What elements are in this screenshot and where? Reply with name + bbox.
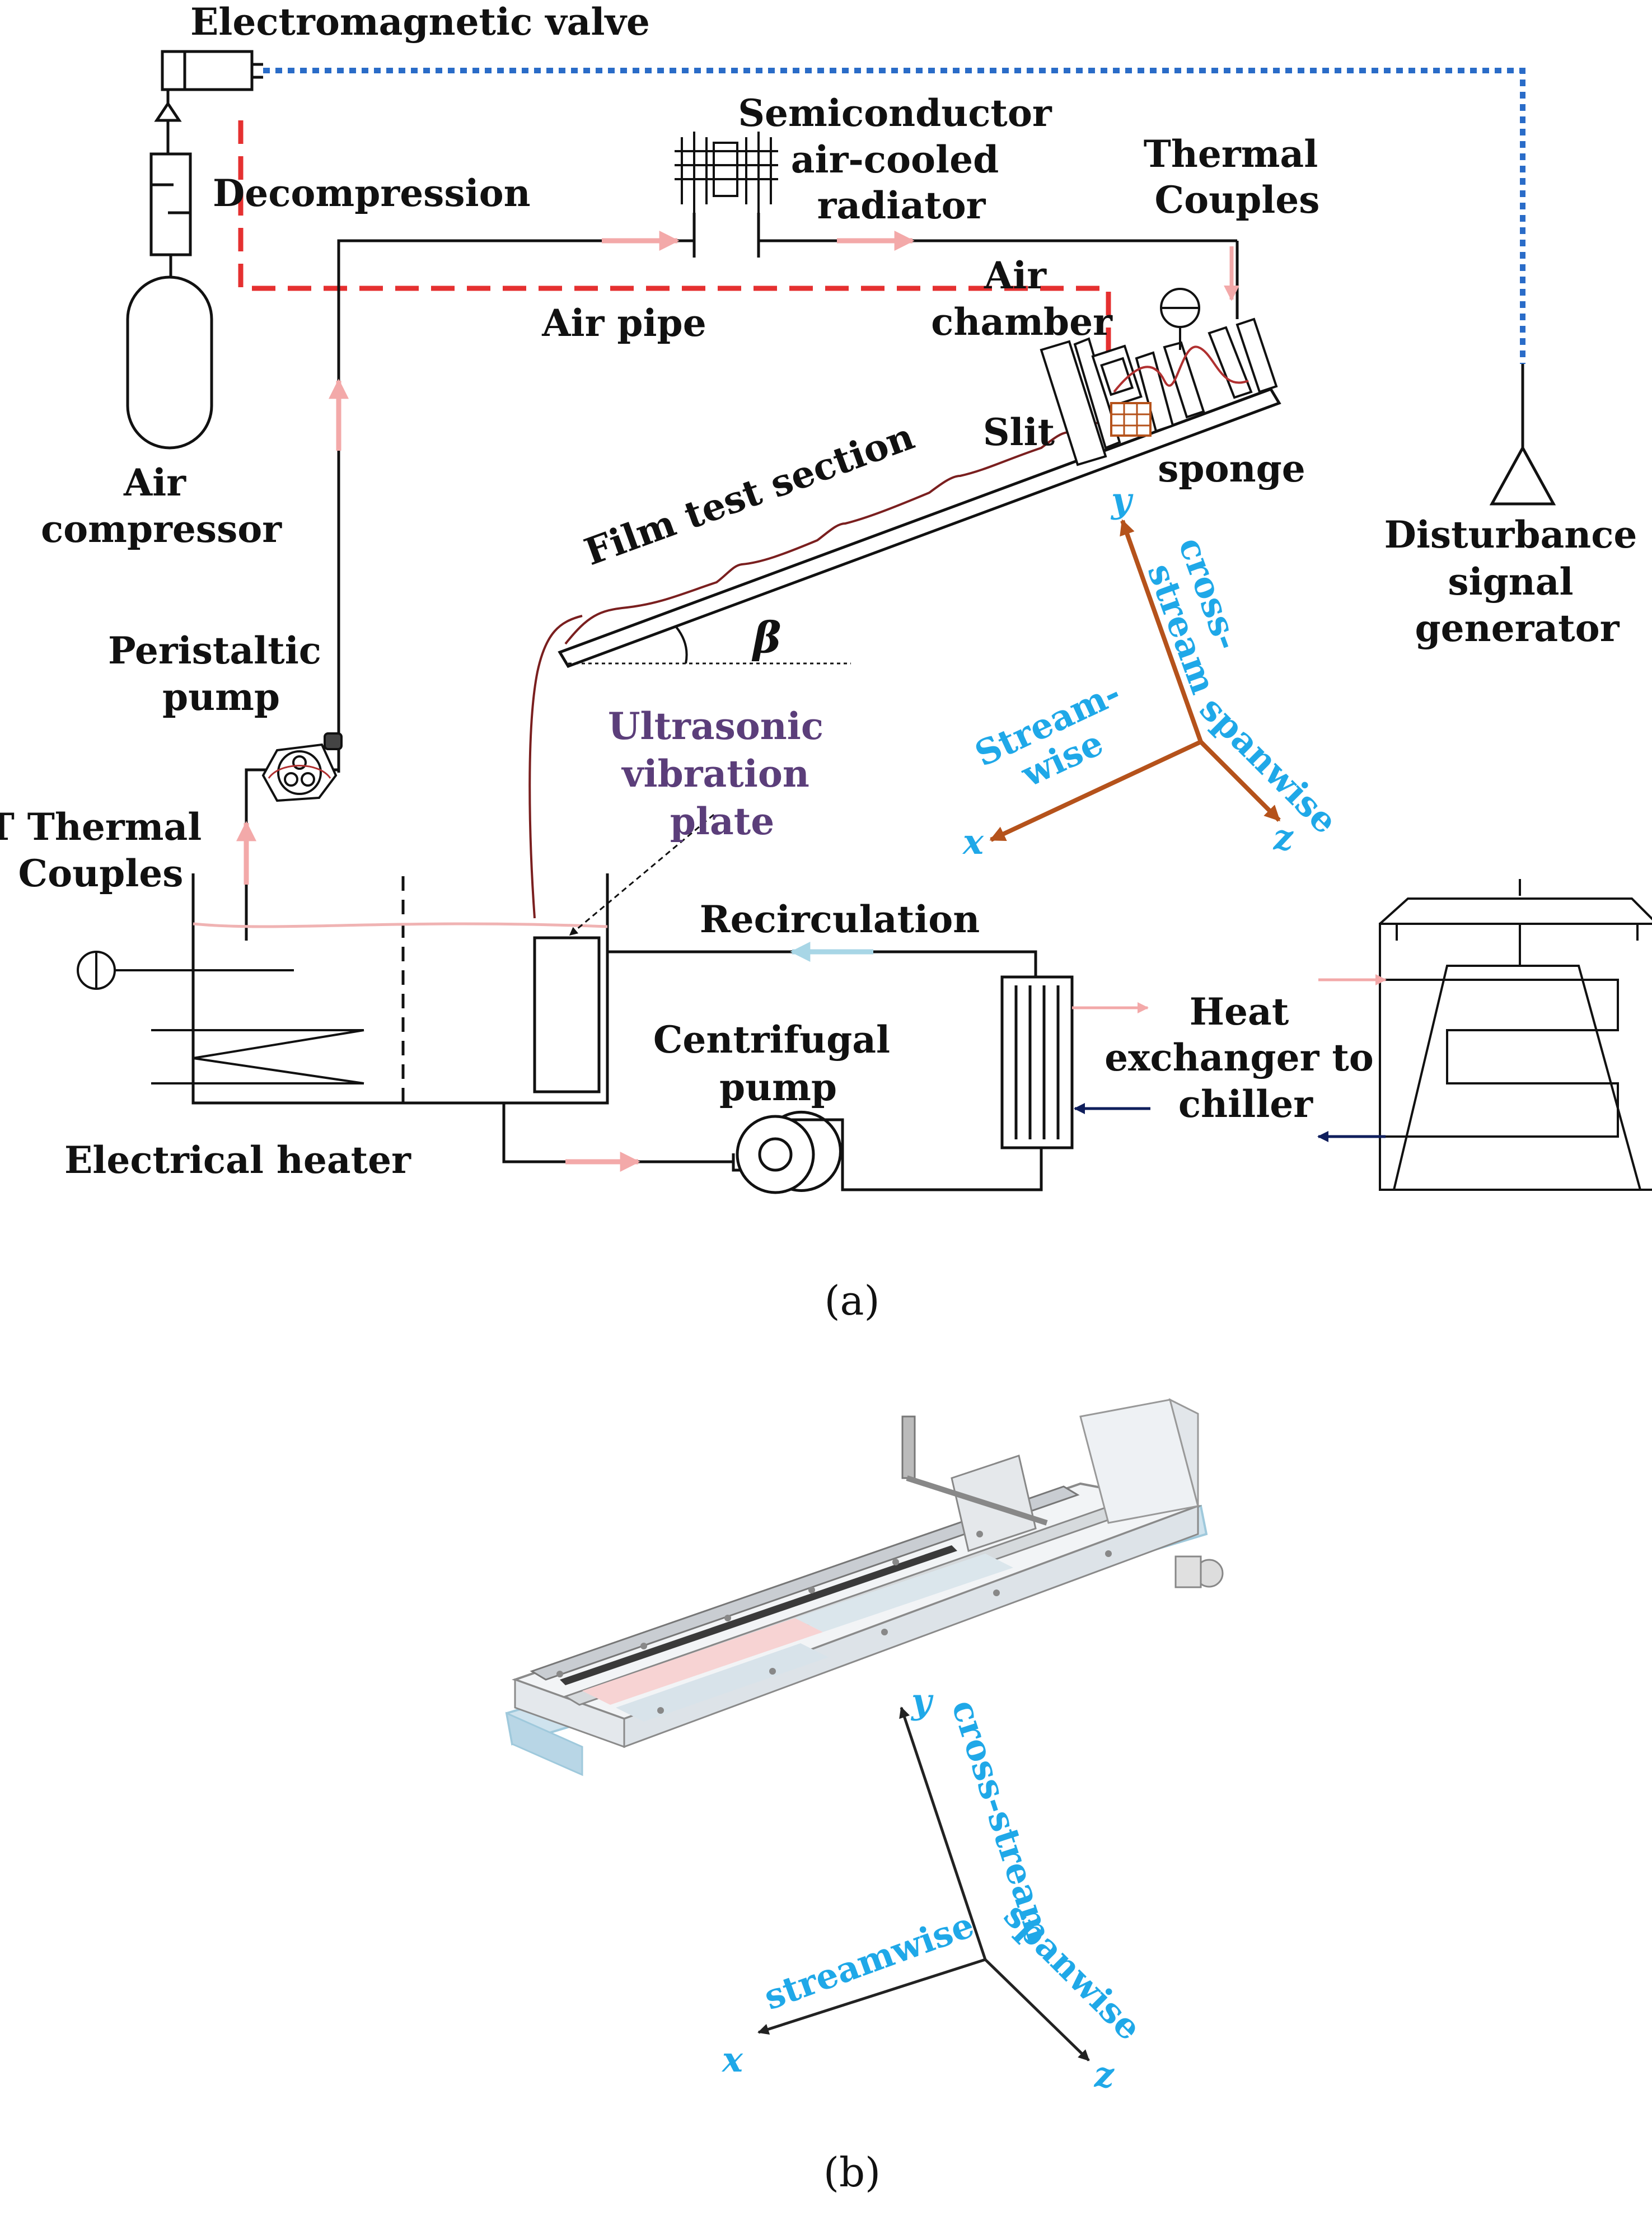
electromagnetic-valve bbox=[154, 50, 263, 122]
ultrasonic-line-3: plate bbox=[670, 800, 774, 843]
air-compressor-label: Air compressor bbox=[41, 461, 282, 551]
cross-stream-label: cross- stream bbox=[1135, 532, 1260, 699]
electrical-heater bbox=[151, 1029, 364, 1084]
decompression-label: Decompression bbox=[213, 171, 531, 215]
heat-exchanger-line-2: exchanger to bbox=[1105, 1036, 1374, 1079]
peristaltic-pump bbox=[245, 732, 343, 941]
ultrasonic-pointer bbox=[569, 814, 714, 936]
recirculation-label: Recirculation bbox=[700, 897, 980, 941]
beta-label: β bbox=[751, 613, 781, 662]
recirculation-loop bbox=[502, 950, 1074, 1191]
centrifugal-pump bbox=[732, 1110, 844, 1194]
streamwise-label: Stream- wise bbox=[968, 667, 1153, 809]
liquid-feed-line bbox=[528, 615, 583, 919]
semiconductor-label-line-3: radiator bbox=[817, 184, 986, 227]
caption-b: (b) bbox=[823, 2149, 881, 2196]
supply-tank bbox=[191, 873, 609, 1105]
semiconductor-label-line-2: air-cooled bbox=[791, 138, 999, 181]
air-compressor bbox=[126, 120, 213, 450]
centrifugal-pump-line-1: Centrifugal bbox=[653, 1018, 890, 1062]
semiconductor-radiator bbox=[675, 132, 778, 213]
disturbance-signal-line bbox=[263, 68, 1525, 364]
axis-x-label-b: x bbox=[721, 2039, 743, 2080]
axis-z-label: z bbox=[1272, 823, 1294, 864]
liquid-surface bbox=[193, 922, 608, 928]
axes-panel-a bbox=[989, 519, 1281, 842]
panel-b: y x z cross-stream streamwise spanwise (… bbox=[505, 1398, 1224, 2196]
streamwise-label-b: streamwise bbox=[759, 1904, 979, 2018]
chiller bbox=[1377, 879, 1652, 1191]
ultrasonic-plate-label: Ultrasonic vibration plate bbox=[608, 704, 836, 843]
centrifugal-pump-label: Centrifugal pump bbox=[653, 1018, 903, 1109]
axis-y-label-b: y bbox=[910, 1681, 934, 1722]
peristaltic-pump-line-1: Peristaltic bbox=[108, 629, 321, 672]
heat-exchanger-line-3: chiller bbox=[1178, 1082, 1313, 1126]
caption-a: (a) bbox=[824, 1277, 879, 1324]
air-chamber-assembly bbox=[1040, 317, 1278, 466]
t-thermal-couples-line-1: T Thermal bbox=[0, 805, 202, 849]
air-chamber-label: Air chamber bbox=[931, 254, 1113, 344]
disturbance-generator-label: Disturbance signal generator bbox=[1384, 513, 1650, 650]
air-chamber-line-1: Air bbox=[984, 254, 1047, 297]
electromagnetic-valve-label: Electromagnetic valve bbox=[190, 0, 650, 44]
ultrasonic-line-1: Ultrasonic bbox=[608, 704, 823, 748]
sponge-label: sponge bbox=[1158, 447, 1305, 490]
t-thermal-couples-label: T Thermal Couples bbox=[0, 805, 214, 895]
thermocouple-wire bbox=[1113, 345, 1249, 393]
disturbance-signal-generator bbox=[1489, 364, 1556, 506]
inclination-angle bbox=[568, 626, 851, 665]
air-compressor-line-2: compressor bbox=[41, 507, 282, 551]
centrifugal-pump-line-2: pump bbox=[719, 1065, 837, 1109]
electrical-heater-label: Electrical heater bbox=[64, 1138, 411, 1182]
ultrasonic-line-2: vibration bbox=[621, 752, 809, 796]
ultrasonic-vibration-plate bbox=[533, 936, 601, 1093]
spanwise-label: spanwise bbox=[1192, 688, 1345, 841]
air-pipe-label: Air pipe bbox=[541, 301, 706, 345]
thermal-couples-line-2: Couples bbox=[1155, 178, 1320, 222]
film-wave bbox=[564, 405, 1137, 645]
t-thermal-couples-line-2: Couples bbox=[18, 852, 184, 895]
air-chamber-line-2: chamber bbox=[931, 300, 1113, 344]
peristaltic-pump-line-2: pump bbox=[162, 675, 280, 719]
axis-x-label: x bbox=[962, 821, 984, 862]
decompression-air-path bbox=[238, 120, 1111, 353]
t-thermocouple-gauge bbox=[77, 951, 294, 990]
panel-a: β y bbox=[0, 0, 1652, 1324]
axes-panel-b bbox=[757, 1707, 1090, 2061]
axis-z-label-b: z bbox=[1093, 2060, 1115, 2101]
spanwise-label-b: spanwise bbox=[996, 1895, 1149, 2048]
thermocouple-gauge bbox=[1160, 288, 1200, 350]
disturbance-line-3: generator bbox=[1415, 606, 1620, 650]
heat-exchanger-label: Heat exchanger to chiller bbox=[1105, 990, 1387, 1126]
disturbance-line-1: Disturbance bbox=[1384, 513, 1637, 557]
disturbance-line-2: signal bbox=[1448, 560, 1573, 604]
axis-y-label: y bbox=[1110, 480, 1134, 521]
air-compressor-line-1: Air bbox=[123, 461, 186, 504]
thermal-couples-label: Thermal Couples bbox=[1144, 132, 1331, 222]
thermal-couples-line-1: Thermal bbox=[1144, 132, 1318, 176]
slit-label: Slit bbox=[983, 410, 1055, 454]
peristaltic-pump-label: Peristaltic pump bbox=[108, 629, 334, 719]
heat-exchanger-line-1: Heat bbox=[1190, 990, 1289, 1034]
semiconductor-label-line-1: Semiconductor bbox=[738, 91, 1052, 135]
test-section-3d-model bbox=[505, 1398, 1224, 1776]
air-pipe bbox=[337, 213, 1239, 773]
semiconductor-radiator-label: Semiconductor air-cooled radiator bbox=[738, 91, 1064, 227]
sponge bbox=[1110, 402, 1152, 437]
